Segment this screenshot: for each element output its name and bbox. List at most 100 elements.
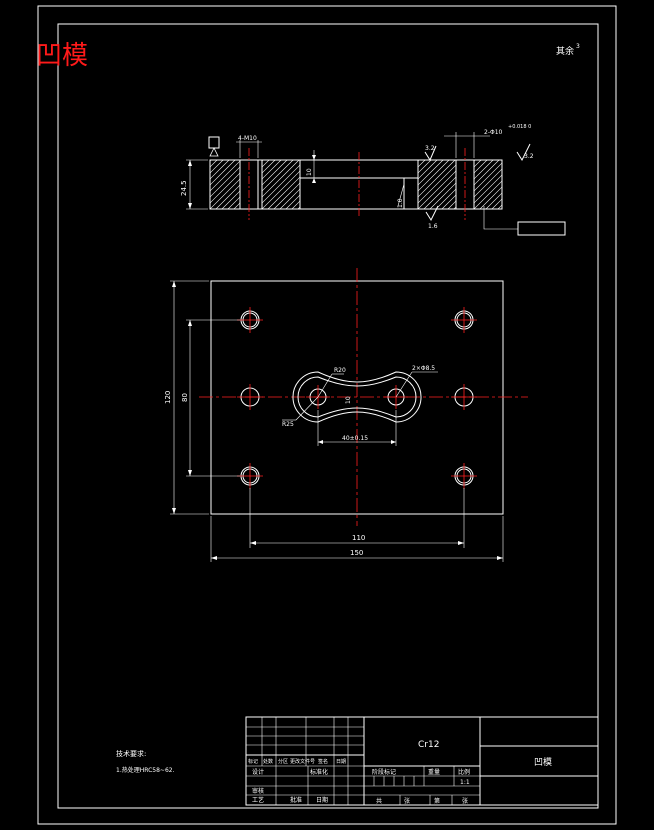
dim-slot: 10 xyxy=(345,396,352,404)
dim-roughness-right: 3.2 xyxy=(524,153,534,160)
hatch-line xyxy=(262,170,300,209)
tb-sheet-unit2: 张 xyxy=(462,797,468,805)
hatch-line xyxy=(474,174,502,204)
hatch-line xyxy=(210,172,240,204)
hatch-line xyxy=(227,196,240,209)
tb-part-name: 凹模 xyxy=(534,757,552,768)
hatch-line xyxy=(262,160,282,180)
hatch-line xyxy=(285,194,300,209)
hatch-line xyxy=(423,176,456,209)
tb-col-date: 日期 xyxy=(336,759,346,765)
inner-frame xyxy=(57,23,599,809)
hatch-line xyxy=(453,206,456,209)
bolt-hole-bl xyxy=(237,463,263,489)
hatch-line xyxy=(474,160,476,162)
hatch-line xyxy=(510,160,559,209)
tb-row-standard: 标准化 xyxy=(310,768,328,776)
hatch-line xyxy=(210,166,240,198)
dim-pocket-depth: 10 xyxy=(306,168,313,176)
dim-r-outer: R20 xyxy=(334,367,346,374)
dim-r-inner: R25 xyxy=(282,421,294,428)
hatch-line xyxy=(418,164,456,204)
hatch-line xyxy=(497,204,502,209)
hatch-line xyxy=(221,190,240,209)
tb-row-date: 日期 xyxy=(316,796,328,804)
hatch-line xyxy=(297,206,300,209)
tb-col-count: 处数 xyxy=(263,758,273,765)
hatch-line xyxy=(202,160,251,209)
tb-row-design: 设计 xyxy=(252,768,264,776)
hatch-line xyxy=(474,160,488,174)
hatch-line xyxy=(262,160,294,192)
bolt-hole-tr xyxy=(451,307,477,333)
dim-width-inner: 110 xyxy=(352,534,365,542)
dim-center-dist: 40±0.15 xyxy=(342,435,368,442)
hatch-line xyxy=(210,160,230,180)
hatch-line xyxy=(447,200,456,209)
hatch-line xyxy=(485,192,502,209)
hatch-line xyxy=(441,194,456,209)
tb-row-review: 审核 xyxy=(252,787,264,795)
hatch-line xyxy=(474,160,500,186)
hatch-line xyxy=(304,160,353,209)
hatch-line xyxy=(210,160,224,174)
tb-row-process: 工艺 xyxy=(252,796,264,804)
dim-pin-holes: 2-Φ10 xyxy=(484,129,503,136)
tb-col-sign: 签名 xyxy=(318,758,328,765)
hatch-line xyxy=(267,176,300,209)
hatch-line xyxy=(210,160,240,192)
tb-col-mark: 标记 xyxy=(248,758,258,765)
tb-stage-mark: 阶段标记 xyxy=(372,768,396,776)
hatch-line xyxy=(491,198,502,209)
hatch-line xyxy=(474,162,502,192)
hatch-line xyxy=(279,188,300,209)
hatch-line xyxy=(291,200,300,209)
title-block: 标记 处数 分区 更改文件号 签名 日期 设计 标准化 审核 工艺 批准 日期 … xyxy=(245,716,599,806)
bolt-hole-tl xyxy=(237,307,263,333)
hatch-line xyxy=(262,160,300,198)
hatch-line xyxy=(474,160,494,180)
hatch-line xyxy=(418,160,438,180)
tb-col-zone: 分区 xyxy=(278,758,288,765)
dim-hole-count: 4-M10 xyxy=(238,135,257,142)
hatch-line xyxy=(429,182,456,209)
dim-height-inner: 80 xyxy=(181,393,189,402)
hatch-line xyxy=(210,160,236,186)
dim-pin-tol: +0.018 0 xyxy=(508,124,531,130)
dim-roughness-top: 3.2 xyxy=(425,145,435,152)
dim-roughness-bottom: 1.6 xyxy=(428,223,438,230)
tb-sheet-no: 第 xyxy=(434,797,440,805)
outer-frame xyxy=(37,5,617,825)
pin-hole-right xyxy=(451,384,477,410)
hatch-line xyxy=(262,164,300,204)
tech-req-item1: 1.热处理HRC58~62. xyxy=(116,766,175,774)
section-label-box xyxy=(517,221,566,236)
tb-row-approve: 批准 xyxy=(290,796,302,804)
hatch-line xyxy=(262,160,288,186)
tb-weight: 重量 xyxy=(428,768,440,776)
tb-material: Cr12 xyxy=(418,740,439,750)
dim-height: 24.5 xyxy=(180,180,188,196)
rest-roughness: 其余 xyxy=(556,45,574,57)
hatch-line xyxy=(418,160,456,198)
drawing-title: 凹模 xyxy=(36,41,88,71)
hatch-line xyxy=(418,170,456,209)
tb-scale: 比例 xyxy=(458,768,470,776)
hatch-line xyxy=(418,160,420,162)
hatch-line xyxy=(418,160,444,186)
plan-view: R20 R25 2×Φ8.5 10 40±0.15 120 80 xyxy=(164,268,528,562)
hatch-line xyxy=(273,182,300,209)
hatch-line xyxy=(418,160,450,192)
hatch-line xyxy=(479,186,502,209)
hatch-line xyxy=(504,160,553,209)
dim-height-outer: 120 xyxy=(164,391,172,404)
tb-scale-value: 1:1 xyxy=(460,779,470,786)
tb-col-doc: 更改文件号 xyxy=(290,758,315,765)
tb-sheet-unit: 张 xyxy=(404,797,410,805)
rest-roughness-sup: 3 xyxy=(576,43,580,50)
dim-chamfer: 1.0 xyxy=(397,198,404,208)
hatch-line xyxy=(435,188,456,209)
hatch-line xyxy=(474,168,502,198)
hatch-line xyxy=(420,160,469,209)
